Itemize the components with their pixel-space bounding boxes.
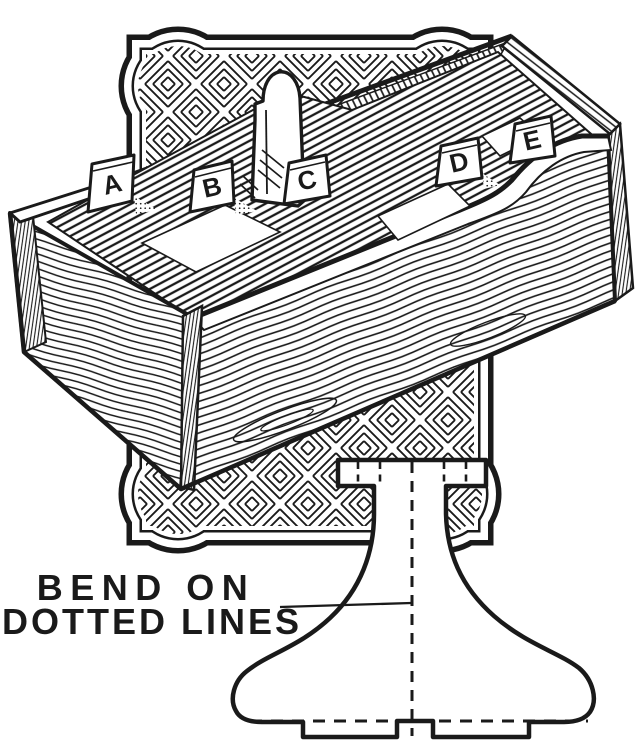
tab-shadows — [134, 173, 500, 215]
wood-knot — [449, 313, 527, 347]
tab-top-edge — [92, 161, 134, 172]
bend-annotation: BEND ON DOTTED LINES — [2, 567, 412, 642]
tab-top-edge — [441, 144, 478, 154]
tab-shape — [282, 153, 332, 206]
index-tab-b: B — [188, 159, 236, 214]
wood-knot — [232, 397, 338, 443]
index-tab-c: C — [282, 153, 332, 206]
index-tab-a: A — [86, 153, 136, 214]
tab-shape — [508, 114, 557, 165]
wood-knot — [260, 408, 314, 432]
tab-label: E — [520, 123, 544, 156]
box-bottom-silhouette — [7, 212, 616, 492]
index-tab-e: E — [508, 114, 557, 165]
index-tab-d: D — [434, 136, 484, 188]
tab-top-edge — [515, 122, 551, 132]
front-corner-post — [179, 303, 204, 492]
annotation-line1: BEND ON — [37, 567, 256, 608]
follower-clip-shading — [239, 149, 285, 199]
fold-lines-top-bar — [356, 462, 468, 485]
exposed-card-faces — [140, 117, 542, 273]
card-index-box: A B C D E — [7, 33, 635, 492]
tab-top-edge — [194, 167, 232, 178]
tab-shape — [188, 159, 236, 214]
follower-clip-fold-line — [265, 109, 268, 195]
annotation-line2: DOTTED LINES — [2, 601, 302, 642]
front-rim-top-edge — [192, 133, 608, 321]
pedestal-stand — [230, 457, 596, 740]
annotation-pointer-line — [279, 601, 412, 609]
tab-top-edge — [289, 161, 326, 171]
tab-shape — [434, 136, 484, 188]
